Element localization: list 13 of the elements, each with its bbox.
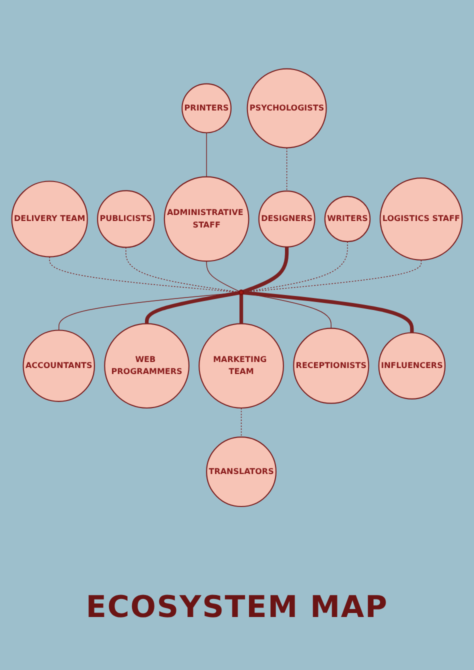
title: ECOSYSTEM MAP [86,590,388,625]
connector [206,132,207,178]
connector [240,408,242,438]
connector [126,247,240,293]
connector [239,294,244,324]
connector [286,148,288,192]
connector [144,291,240,324]
connector [243,291,414,334]
connector [206,261,240,292]
connector [243,242,348,293]
connector [49,256,240,293]
node-circle [238,290,244,296]
connector [242,247,289,294]
